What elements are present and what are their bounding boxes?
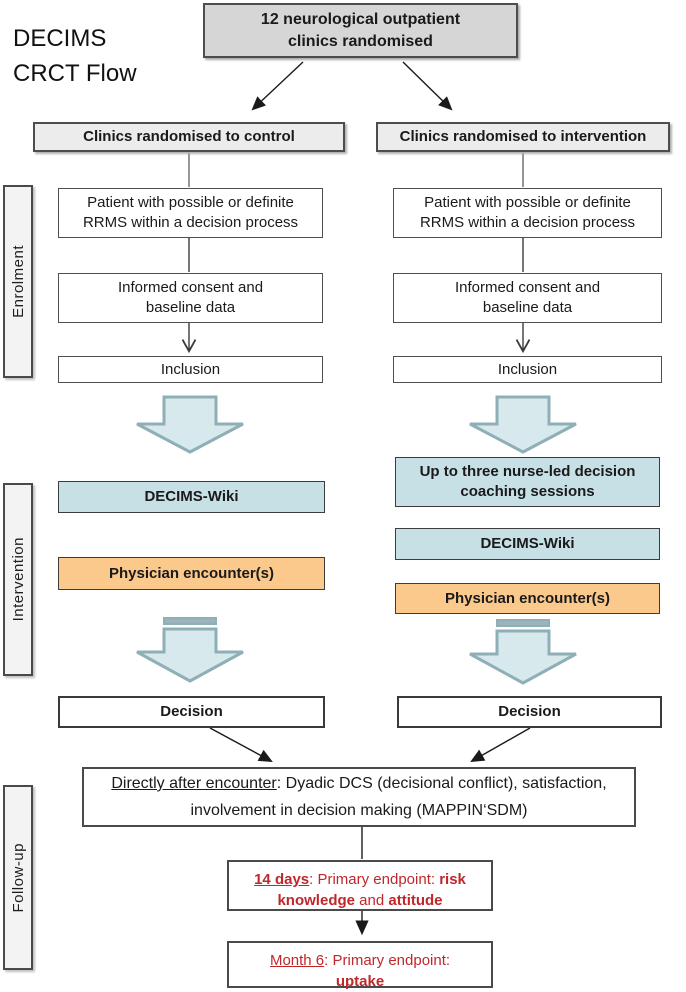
phase-label-intervention: Intervention xyxy=(9,537,27,622)
diagram-title: DECIMS CRCT Flow xyxy=(13,22,137,92)
header-connectors xyxy=(188,152,524,187)
intervention-wiki-box: DECIMS-Wiki xyxy=(395,528,660,560)
intervention-block-arrow-icon xyxy=(469,395,577,454)
endpoint-month6-mid: : Primary endpoint: xyxy=(324,952,451,969)
endpoint-14days-primary2: attitude xyxy=(388,892,443,909)
endpoint-month6-box: Month 6: Primary endpoint: uptake xyxy=(227,941,493,990)
control-striped-arrow-icon xyxy=(136,617,244,683)
intervention-consent-box: Informed consent and baseline data xyxy=(393,273,662,323)
endpoint-14days-lead: 14 days xyxy=(254,871,310,888)
phase-band-enrolment: Enrolment xyxy=(3,185,33,378)
endpoint-14days-mid: : Primary endpoint: xyxy=(309,871,440,888)
intervention-striped-arrow-icon xyxy=(469,619,577,685)
enrolment-connectors xyxy=(189,238,523,350)
control-physician-box: Physician encounter(s) xyxy=(58,557,325,590)
control-block-arrow-icon xyxy=(136,395,244,454)
control-eligibility-box: Patient with possible or definite RRMS w… xyxy=(58,188,323,238)
diagram-title-line1: DECIMS xyxy=(13,25,107,52)
diagram-title-line2: CRCT Flow xyxy=(13,59,137,87)
control-wiki-box: DECIMS-Wiki xyxy=(58,481,325,513)
intervention-inclusion-box: Inclusion xyxy=(393,356,662,383)
allocation-box: 12 neurological outpatient clinics rando… xyxy=(203,3,518,58)
endpoint-month6-lead: Month 6 xyxy=(269,952,325,969)
directly-after-rest: : Dyadic DCS (decisional conflict), sati… xyxy=(190,774,607,819)
endpoint-14days-box: 14 days: Primary endpoint: risk knowledg… xyxy=(227,860,493,911)
phase-band-followup: Follow-up xyxy=(3,785,33,970)
randomisation-arrows xyxy=(251,61,453,111)
intervention-eligibility-box: Patient with possible or definite RRMS w… xyxy=(393,188,662,238)
control-decision-box: Decision xyxy=(58,696,325,728)
phase-label-followup: Follow-up xyxy=(9,842,27,913)
directly-after-encounter-box: Directly after encounter: Dyadic DCS (de… xyxy=(82,767,636,827)
phase-label-enrolment: Enrolment xyxy=(9,245,27,318)
control-inclusion-box: Inclusion xyxy=(58,356,323,383)
intervention-coaching-box: Up to three nurse-led decision coaching … xyxy=(395,457,660,507)
control-arm-header: Clinics randomised to control xyxy=(33,122,345,152)
intervention-physician-box: Physician encounter(s) xyxy=(395,583,660,614)
intervention-arm-header: Clinics randomised to intervention xyxy=(376,122,670,152)
endpoint-month6-primary: uptake xyxy=(335,973,385,990)
phase-band-intervention: Intervention xyxy=(3,483,33,676)
endpoint-14days-and: and xyxy=(354,892,389,909)
control-consent-box: Informed consent and baseline data xyxy=(58,273,323,323)
endpoint-14days-primary1: risk knowledge xyxy=(277,871,466,909)
decision-converge-arrows xyxy=(209,727,531,763)
directly-after-lead: Directly after encounter xyxy=(111,774,277,792)
intervention-decision-box: Decision xyxy=(397,696,662,728)
